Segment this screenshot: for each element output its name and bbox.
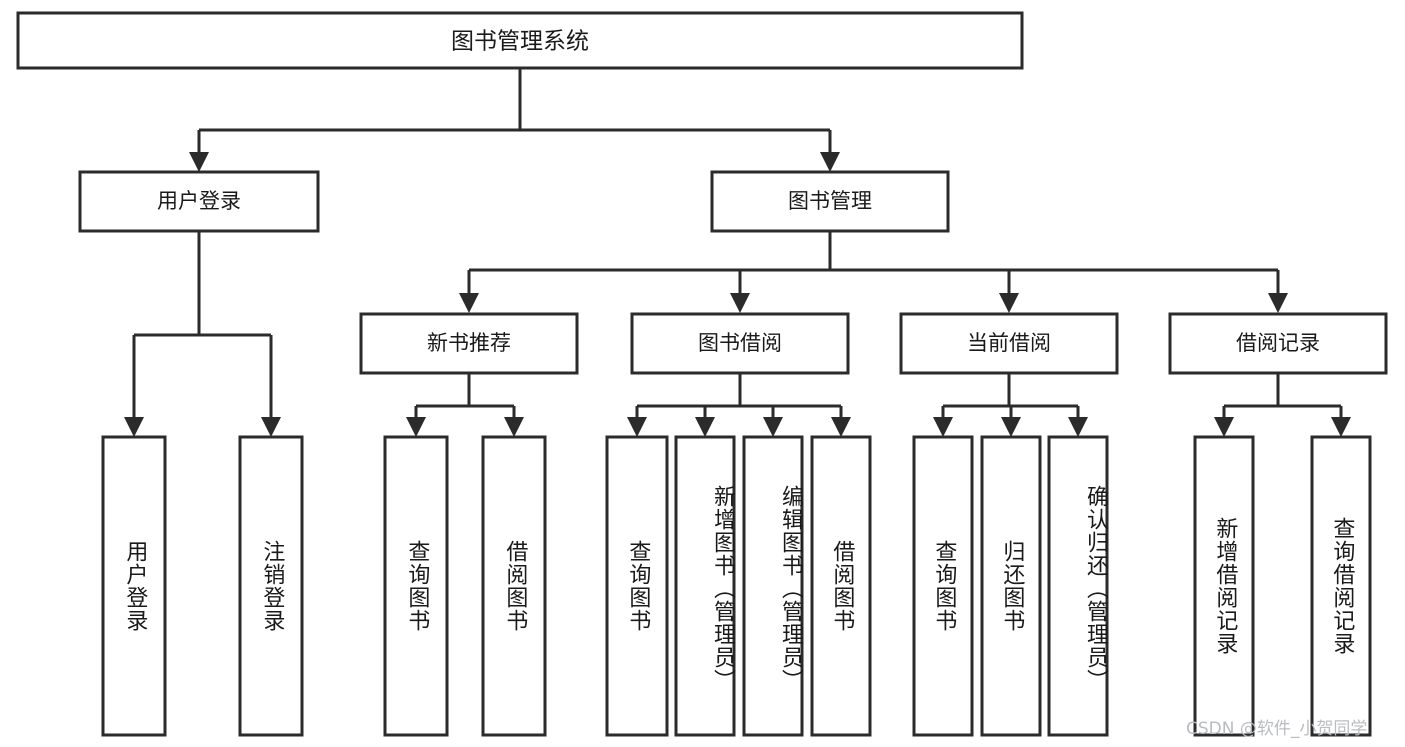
node-new-book-recommend-rect[interactable] bbox=[359, 312, 579, 375]
connector-group-book-borrow-to-leaves bbox=[627, 373, 851, 437]
connector-group-user-login-to-leaves bbox=[124, 232, 281, 437]
leaf-rect-br-query-record[interactable] bbox=[1310, 435, 1372, 737]
leaf-rect-user-login[interactable] bbox=[101, 435, 167, 737]
arrow-borrow-record-leaf1 bbox=[1214, 417, 1234, 437]
leaf-rect-bb-add-book[interactable] bbox=[674, 435, 736, 737]
arrow-current-borrow-leaf1 bbox=[933, 417, 953, 437]
node-user-login-rect[interactable] bbox=[78, 170, 320, 233]
node-book-management[interactable]: 图书管理 bbox=[710, 170, 950, 233]
arrow-to-borrow-record bbox=[1268, 293, 1288, 313]
node-root-rect[interactable] bbox=[16, 11, 1024, 70]
node-borrow-record[interactable]: 借阅记录 bbox=[1168, 312, 1388, 375]
arrow-current-borrow-leaf3 bbox=[1068, 417, 1088, 437]
node-new-book-recommend[interactable]: 新书推荐 bbox=[359, 312, 579, 375]
arrow-book-borrow-leaf2 bbox=[695, 417, 715, 437]
arrow-book-borrow-leaf1 bbox=[627, 417, 647, 437]
node-current-borrow[interactable]: 当前借阅 bbox=[899, 312, 1119, 375]
node-borrow-record-rect[interactable] bbox=[1168, 312, 1388, 375]
node-book-borrow-rect[interactable] bbox=[630, 312, 850, 375]
arrow-new-book-leaf2 bbox=[504, 417, 524, 437]
leaf-rect-bb-borrow-book[interactable] bbox=[810, 435, 872, 737]
arrow-user-login-leaf2 bbox=[261, 417, 281, 437]
node-borrow-record-label: 借阅记录 bbox=[1236, 331, 1320, 355]
node-user-login[interactable]: 用户登录 bbox=[78, 170, 320, 233]
arrow-user-login-leaf1 bbox=[124, 417, 144, 437]
leaf-rect-logout[interactable] bbox=[238, 435, 304, 737]
arrow-new-book-leaf1 bbox=[406, 417, 426, 437]
arrow-current-borrow-leaf2 bbox=[1001, 417, 1021, 437]
leaf-boxes bbox=[101, 435, 1372, 737]
node-user-login-label: 用户登录 bbox=[157, 189, 241, 213]
node-book-borrow-label: 图书借阅 bbox=[698, 331, 782, 355]
arrow-borrow-record-leaf2 bbox=[1331, 417, 1351, 437]
node-book-management-rect[interactable] bbox=[710, 170, 950, 233]
csdn-watermark: CSDN @软件_小贺同学 bbox=[1186, 719, 1368, 739]
leaf-rect-br-add-record[interactable] bbox=[1193, 435, 1255, 737]
connector-group-borrow-record-to-leaves bbox=[1214, 373, 1351, 437]
connector-group-new-book-to-leaves bbox=[406, 373, 524, 437]
leaf-rect-bb-query-book[interactable] bbox=[605, 435, 669, 737]
arrow-to-book-mgmt bbox=[820, 152, 840, 172]
arrow-to-book-borrow bbox=[730, 293, 750, 313]
arrow-to-user-login bbox=[189, 152, 209, 172]
node-root-label: 图书管理系统 bbox=[451, 29, 589, 55]
node-book-management-label: 图书管理 bbox=[788, 189, 872, 213]
node-new-book-recommend-label: 新书推荐 bbox=[427, 331, 511, 355]
leaf-rect-cb-return-book[interactable] bbox=[980, 435, 1042, 737]
leaf-rect-cb-query-book[interactable] bbox=[912, 435, 974, 737]
node-root[interactable]: 图书管理系统 bbox=[16, 11, 1024, 70]
node-current-borrow-label: 当前借阅 bbox=[967, 331, 1051, 355]
leaf-rect-nb-borrow-book[interactable] bbox=[481, 435, 547, 737]
leaf-rect-nb-query-book[interactable] bbox=[383, 435, 449, 737]
connector-group-current-borrow-to-leaves bbox=[933, 373, 1088, 437]
arrow-book-borrow-leaf3 bbox=[763, 417, 783, 437]
node-current-borrow-rect[interactable] bbox=[899, 312, 1119, 375]
arrow-book-borrow-leaf4 bbox=[831, 417, 851, 437]
connector-group-book-mgmt-to-level3 bbox=[459, 230, 1288, 313]
node-book-borrow[interactable]: 图书借阅 bbox=[630, 312, 850, 375]
leaf-rect-cb-confirm-return[interactable] bbox=[1047, 435, 1109, 737]
arrow-to-new-book bbox=[459, 293, 479, 313]
arrow-to-current-borrow bbox=[999, 293, 1019, 313]
leaf-rect-bb-edit-book[interactable] bbox=[742, 435, 804, 737]
connector-group-root-to-level2 bbox=[189, 68, 840, 172]
